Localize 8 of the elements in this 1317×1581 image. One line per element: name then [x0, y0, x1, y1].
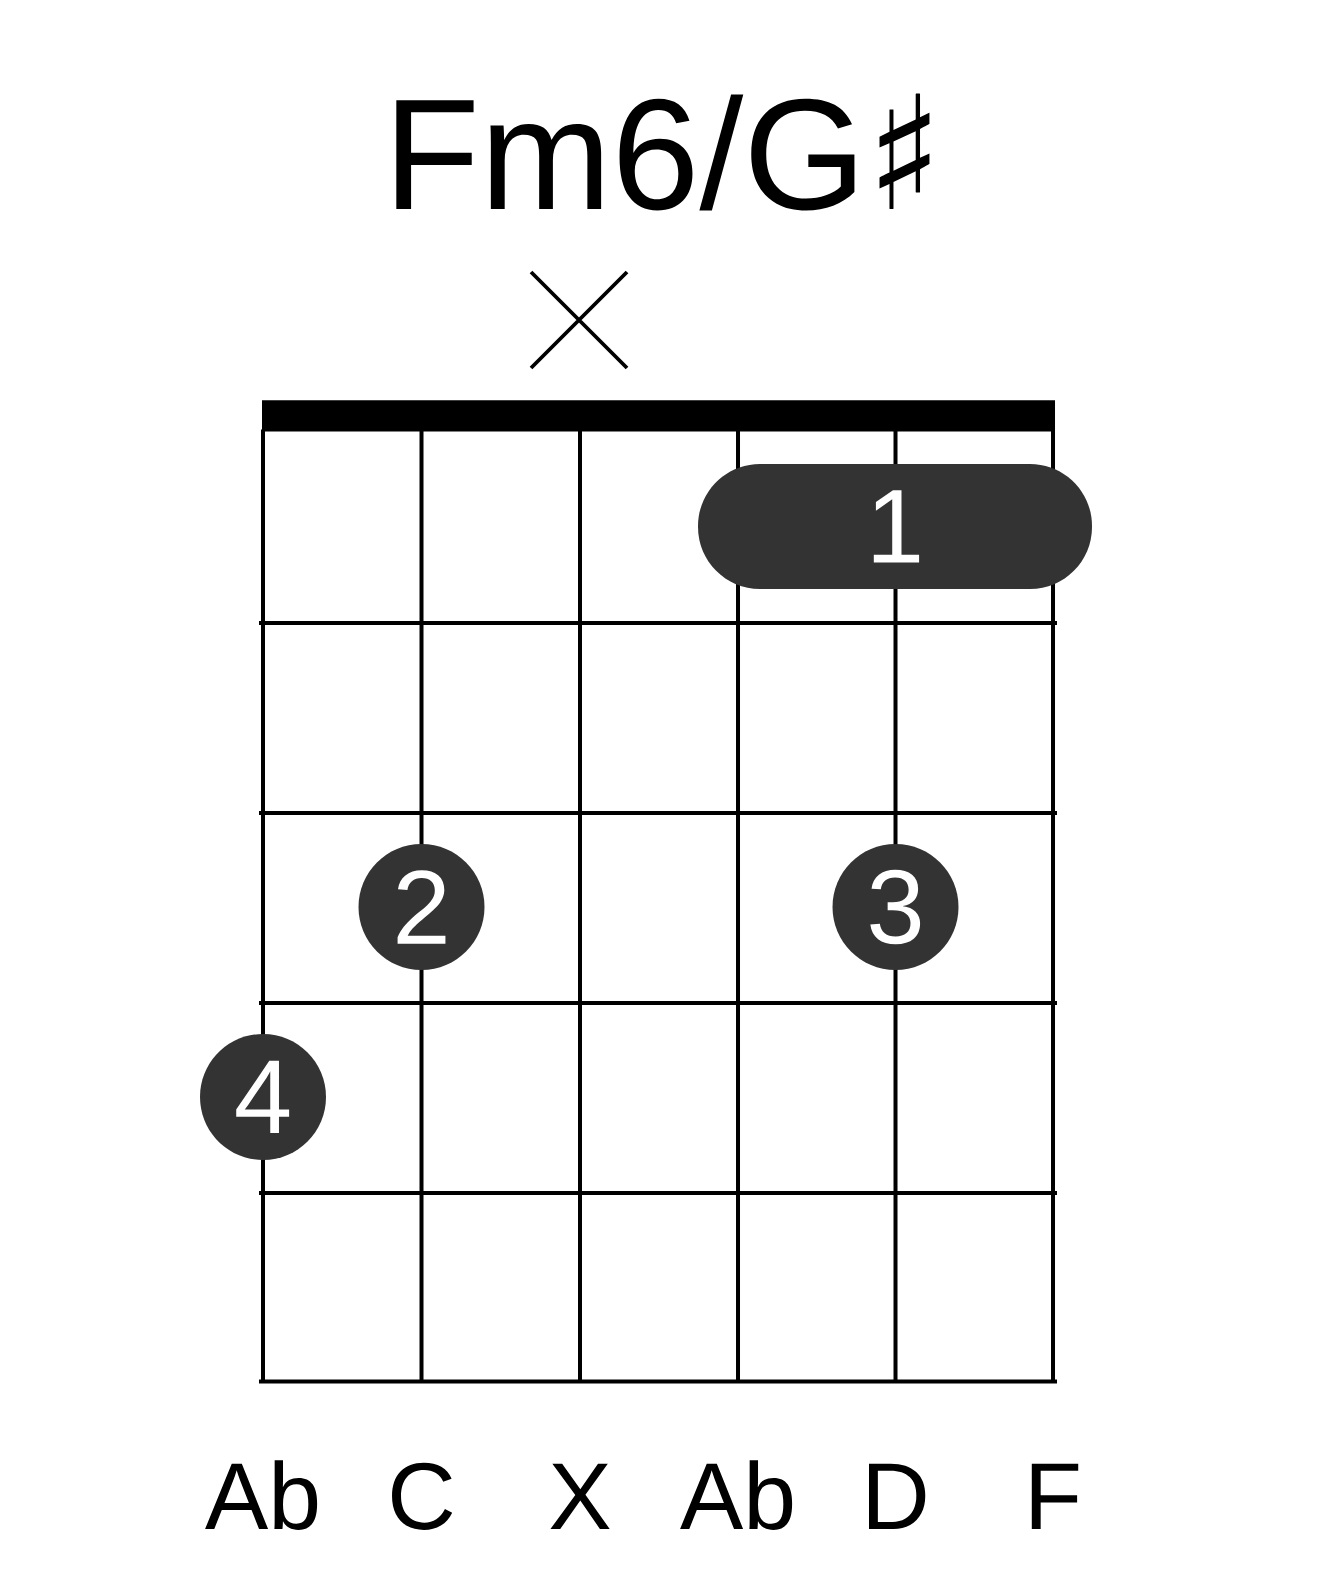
string-note: Ab: [205, 1460, 318, 1530]
string-note: F: [1031, 1463, 1079, 1529]
chord-title: Fm6/G♯: [396, 93, 930, 211]
string-note: D: [869, 1463, 926, 1529]
string-note: C: [392, 1462, 453, 1530]
string-note: X: [550, 1463, 610, 1529]
string-note: Ab: [680, 1460, 793, 1530]
finger-barre: 1: [698, 464, 1092, 589]
